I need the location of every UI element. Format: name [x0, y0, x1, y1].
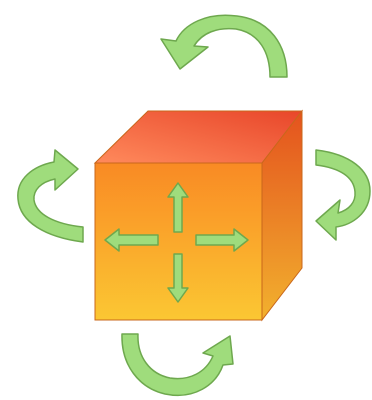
rotate-arrow-bottom-icon	[122, 334, 233, 395]
cube	[95, 111, 302, 320]
rotate-arrow-left-icon	[18, 150, 83, 242]
rotate-arrow-right-icon	[316, 150, 370, 240]
rotate-arrow-top-icon	[161, 15, 287, 77]
